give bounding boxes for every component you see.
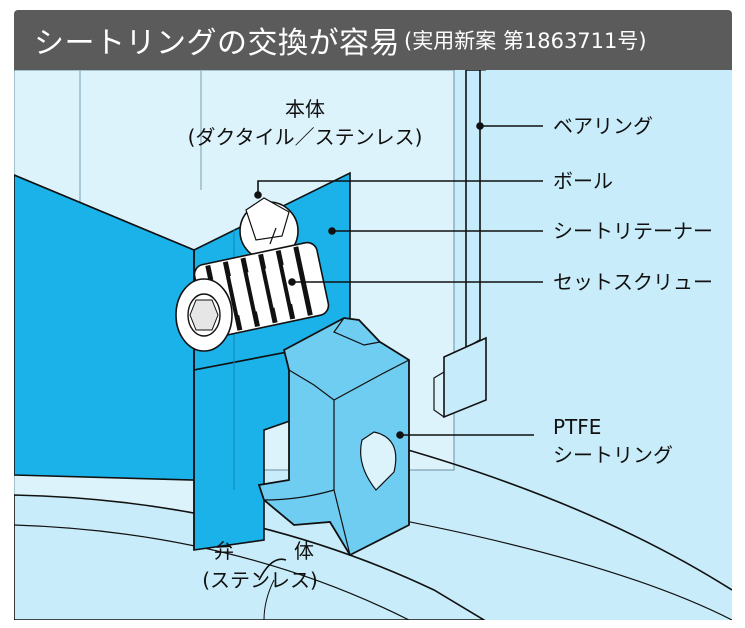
label-valve-disc-material: (ステンレス)	[202, 568, 318, 592]
ptfe-seat-ring	[257, 317, 410, 557]
title-bar: シートリングの交換が容易 (実用新案 第1863711号)	[14, 10, 732, 70]
leader-lines	[254, 122, 543, 581]
label-valve-disc-char2: 体	[294, 539, 314, 563]
valve-disc	[14, 429, 732, 620]
set-screw	[175, 241, 330, 352]
label-ball: ボール	[553, 169, 613, 193]
label-seat-ring: シートリング	[553, 443, 673, 467]
label-seat-retainer: シートリテーナー	[553, 219, 713, 243]
title-main: シートリングの交換が容易	[34, 26, 400, 61]
label-valve-disc-char1: 弁	[214, 539, 234, 563]
label-bearing: ベアリング	[553, 114, 653, 138]
label-ptfe: PTFE	[553, 415, 601, 439]
label-body: 本体	[285, 97, 325, 121]
label-set-screw: セットスクリュー	[553, 270, 713, 294]
title-patent-note: (実用新案 第1863711号)	[404, 29, 647, 53]
label-body-material: (ダクタイル／ステンレス)	[188, 125, 423, 149]
ball	[239, 197, 299, 261]
valve-seat-ring-diagram: 本体 (ダクタイル／ステンレス) ベアリング ボール シートリテーナー セットス…	[14, 70, 732, 620]
bearing	[433, 70, 487, 419]
